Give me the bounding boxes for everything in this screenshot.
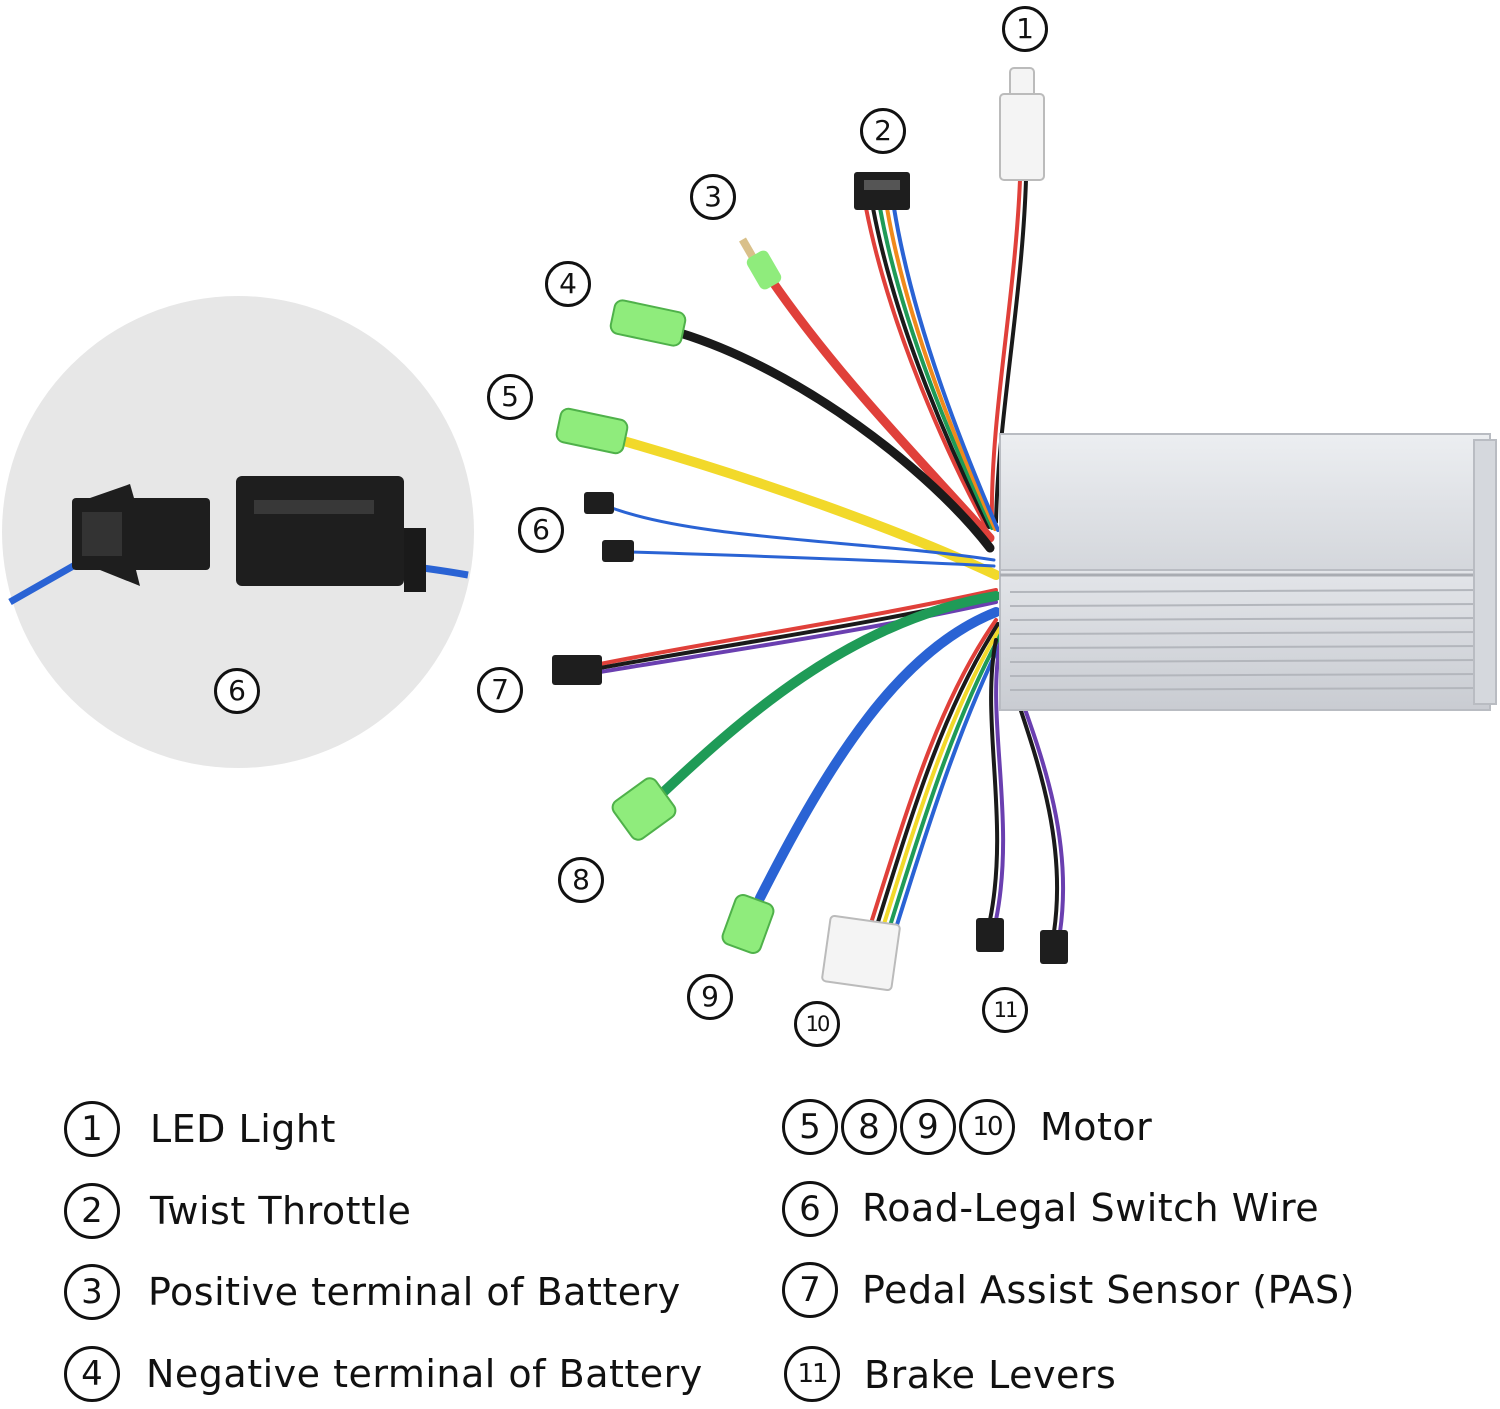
inset-switch-connector [2,296,474,768]
legend-num-6: 6 [782,1181,838,1237]
legend-num-9: 9 [900,1099,956,1155]
brake-connector-right [1040,930,1068,964]
callout-3: 3 [690,174,736,220]
callout-4: 4 [545,261,591,307]
motor-yellow-connector [555,407,629,455]
brake-connector-left [976,918,1004,952]
led-connector [999,67,1045,181]
legend-num-11: 11 [784,1346,840,1402]
callout-5: 5 [487,374,533,420]
throttle-connector [854,172,910,210]
hall-connector [821,914,901,992]
legend-num-3: 3 [64,1264,120,1320]
legend-label-motor: Motor [1040,1105,1153,1149]
legend-num-4: 4 [64,1346,120,1402]
motor-blue-connector [721,893,775,955]
pas-connector [552,655,602,685]
negative-connector [609,299,687,347]
motor-green-connector [611,777,677,841]
controller-housing [999,433,1497,711]
callout-6: 6 [518,507,564,553]
callout-11: 11 [982,987,1028,1033]
legend-label-twist-throttle: Twist Throttle [150,1189,412,1233]
callout-1: 1 [1002,6,1048,52]
switch-connector-top [584,492,614,514]
callout-9: 9 [687,974,733,1020]
legend-label-positive-terminal: Positive terminal of Battery [148,1270,681,1314]
legend-label-led-light: LED Light [150,1107,336,1151]
callout-2: 2 [860,108,906,154]
callout-8: 8 [558,857,604,903]
legend-num-10: 10 [959,1099,1015,1155]
legend-num-1: 1 [64,1101,120,1157]
legend-num-7: 7 [782,1262,838,1318]
switch-connector-bottom [602,540,634,562]
connectors [552,67,1068,992]
callout-7: 7 [477,667,523,713]
inset-callout-6: 6 [214,668,260,714]
legend-num-2: 2 [64,1183,120,1239]
callout-10: 10 [794,1001,840,1047]
legend-num-8: 8 [841,1099,897,1155]
positive-connector [739,237,782,290]
legend-label-pas: Pedal Assist Sensor (PAS) [862,1268,1355,1312]
legend-label-road-legal-switch: Road-Legal Switch Wire [862,1186,1320,1230]
legend-label-brake-levers: Brake Levers [864,1353,1117,1397]
controller-wiring-diagram [2,67,1497,992]
legend-label-negative-terminal: Negative terminal of Battery [146,1352,703,1396]
legend-num-5: 5 [782,1099,838,1155]
